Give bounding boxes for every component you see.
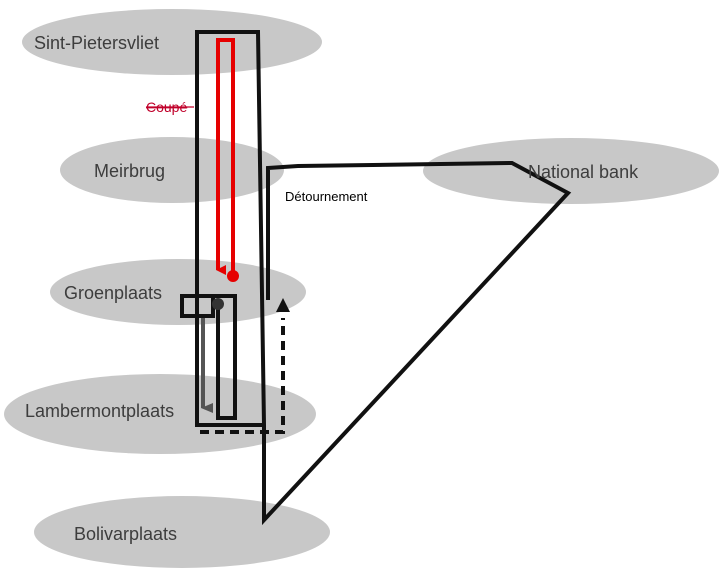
arrowhead-dashed-up: [276, 298, 290, 312]
route-inner-loop: [180, 294, 215, 318]
stop-ellipse-sint-pietersvliet: [22, 9, 322, 75]
stop-label-meirbrug: Meirbrug: [94, 161, 165, 181]
stop-ellipse-national-bank: [423, 138, 719, 204]
route-main-loop: [195, 30, 267, 427]
stop-label-sint-pietersvliet: Sint-Pietersvliet: [34, 33, 159, 53]
stop-ellipse-meirbrug: [60, 137, 284, 203]
stop-label-groenplaats: Groenplaats: [64, 283, 162, 303]
annotation-detour: Détournement: [285, 189, 368, 204]
route-inner-stem: [213, 294, 237, 420]
stop-label-lambermontplaats: Lambermontplaats: [25, 401, 174, 421]
stop-ellipse-bolivarplaats: [34, 496, 330, 568]
route-dashed-return: [200, 318, 285, 434]
route-detour: [262, 160, 572, 526]
stop-label-bolivarplaats: Bolivarplaats: [74, 524, 177, 544]
groenplaats-marker-dark: [212, 298, 224, 310]
cut-end-marker-red: [227, 270, 239, 282]
stop-label-national-bank: National bank: [528, 162, 639, 182]
stop-ellipse-groenplaats: [50, 259, 306, 325]
route-cut-red: [216, 38, 235, 276]
